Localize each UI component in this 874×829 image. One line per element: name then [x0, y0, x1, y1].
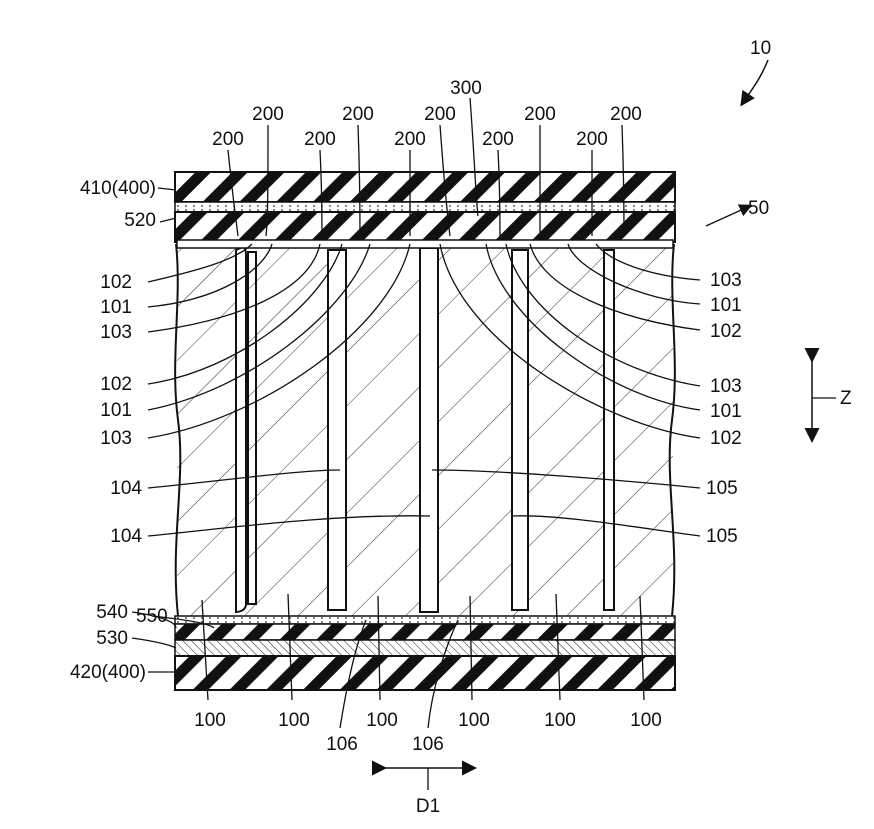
label-conductor-1: 200: [212, 129, 244, 150]
label-cell-5: 100: [544, 710, 576, 731]
layer-dotted-top: [175, 202, 675, 212]
label-cell-4: 100: [458, 710, 490, 731]
label-conductor-6: 200: [424, 104, 456, 125]
label-conductor-4: 200: [342, 104, 374, 125]
label-right-3: 102: [710, 321, 742, 342]
label-axis-z: Z: [840, 388, 852, 409]
label-conductor-9: 200: [576, 129, 608, 150]
label-separator-1: 106: [326, 734, 358, 755]
label-left-7: 104: [110, 478, 142, 499]
label-right-1: 103: [710, 270, 742, 291]
label-layer-530: 530: [96, 628, 128, 649]
layer-410: [175, 172, 675, 202]
label-left-6: 103: [100, 428, 132, 449]
label-right-2: 101: [710, 295, 742, 316]
label-layer-550: 550: [136, 606, 168, 627]
label-conductor-2: 200: [252, 104, 284, 125]
label-right-6: 102: [710, 428, 742, 449]
label-layer-410: 410(400): [80, 178, 156, 199]
label-axis-d1: D1: [416, 796, 440, 817]
layer-530: [175, 640, 675, 656]
label-left-3: 103: [100, 322, 132, 343]
label-conductor-11: 300: [450, 78, 482, 99]
label-cell-2: 100: [278, 710, 310, 731]
layer-550: [175, 616, 675, 624]
ref-device-label: 10: [750, 38, 771, 59]
layer-540: [175, 624, 675, 640]
label-conductor-3: 200: [304, 129, 336, 150]
ref-stack-label: 50: [748, 198, 769, 219]
label-layer-420: 420(400): [70, 662, 146, 683]
label-conductor-8: 200: [524, 104, 556, 125]
label-left-4: 102: [100, 374, 132, 395]
layer-420: [175, 656, 675, 690]
label-right-5: 101: [710, 401, 742, 422]
label-right-8: 105: [706, 526, 738, 547]
label-left-2: 101: [100, 297, 132, 318]
label-left-1: 102: [100, 272, 132, 293]
label-right-4: 103: [710, 376, 742, 397]
label-layer-540: 540: [96, 602, 128, 623]
label-separator-2: 106: [412, 734, 444, 755]
label-conductor-5: 200: [394, 129, 426, 150]
label-left-5: 101: [100, 400, 132, 421]
label-cell-3: 100: [366, 710, 398, 731]
label-layer-520: 520: [124, 210, 156, 231]
layer-520: [175, 212, 675, 242]
label-right-7: 105: [706, 478, 738, 499]
ref-10-arrow: [742, 60, 768, 104]
label-conductor-10: 200: [610, 104, 642, 125]
label-cell-6: 100: [630, 710, 662, 731]
label-left-8: 104: [110, 526, 142, 547]
label-cell-1: 100: [194, 710, 226, 731]
label-conductor-7: 200: [482, 129, 514, 150]
